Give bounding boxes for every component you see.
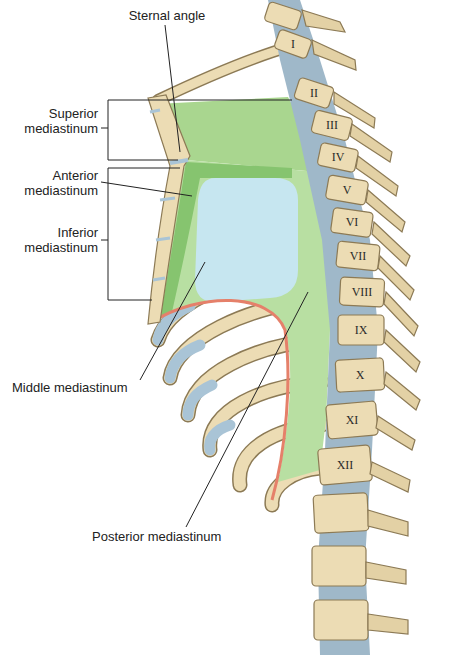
vertebra-number: V bbox=[332, 183, 362, 197]
vertebra-number: II bbox=[299, 86, 329, 100]
vertebra-number: III bbox=[317, 118, 347, 132]
leader-lines bbox=[101, 25, 308, 527]
callout-label: Sternal angle bbox=[112, 8, 222, 23]
vertebra-number: VII bbox=[343, 249, 373, 263]
middle-region bbox=[195, 178, 298, 302]
region-label: Inferior mediastinum bbox=[14, 225, 98, 255]
vertebra-number: XII bbox=[330, 458, 360, 472]
vertebra-number: IX bbox=[346, 323, 376, 337]
region-label: Superior mediastinum bbox=[14, 106, 98, 136]
callout-label: Middle mediastinum bbox=[12, 380, 162, 395]
first-rib bbox=[158, 46, 292, 100]
inferior-region bbox=[152, 160, 330, 482]
vertebra-number: VIII bbox=[347, 285, 377, 299]
sternum bbox=[148, 95, 190, 324]
vertebra-number: IV bbox=[323, 150, 353, 164]
callout-label: Anterior mediastinum bbox=[14, 168, 98, 198]
vertebra-number: XI bbox=[337, 413, 367, 427]
callout-label: Posterior mediastinum bbox=[92, 529, 262, 544]
vertebra-number: X bbox=[345, 368, 375, 382]
diaphragm bbox=[152, 300, 288, 500]
vertebra-number: VI bbox=[337, 215, 367, 229]
vertebra-number: I bbox=[278, 37, 308, 51]
vertebral-column bbox=[264, 0, 420, 655]
